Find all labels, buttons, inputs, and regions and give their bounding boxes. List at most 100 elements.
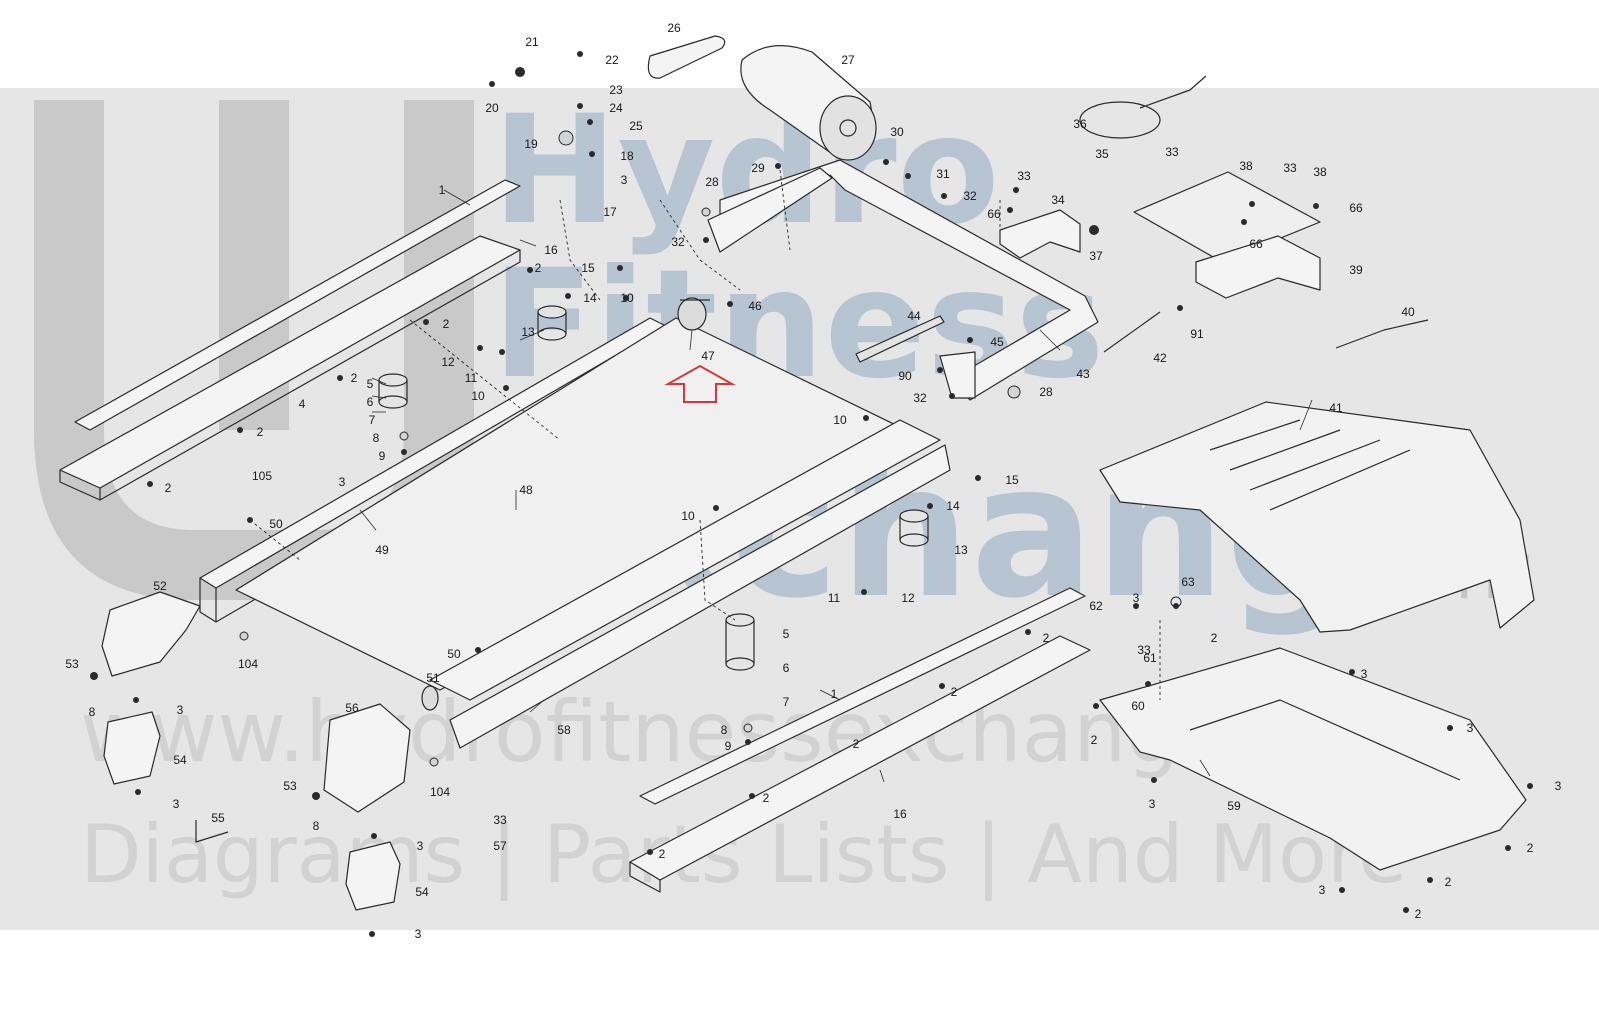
callout-c2k: 2 [762, 791, 770, 805]
callout-c16b: 16 [893, 807, 907, 821]
callout-c10a: 10 [620, 291, 634, 305]
callout-c46: 46 [748, 299, 762, 313]
callout-c1a: 1 [438, 183, 446, 197]
callout-c8c: 8 [720, 723, 728, 737]
callout-c3b: 3 [338, 475, 346, 489]
callout-c7b: 7 [782, 695, 790, 709]
leveling-foot-54b [345, 841, 401, 911]
callout-c2f: 2 [1042, 631, 1050, 645]
callout-c37: 37 [1089, 249, 1103, 263]
callout-c2m: 2 [658, 847, 666, 861]
callout-c2i: 2 [852, 737, 860, 751]
callout-c35: 35 [1095, 147, 1109, 161]
callout-c42: 42 [1153, 351, 1167, 365]
controller-bracket [1195, 235, 1321, 299]
callout-c7a: 7 [368, 413, 376, 427]
hex-key [195, 820, 229, 843]
callout-c4: 4 [298, 397, 306, 411]
callout-c15a: 15 [581, 261, 595, 275]
callout-c66b: 66 [1349, 201, 1363, 215]
callout-c57: 57 [493, 839, 507, 853]
callout-c41: 41 [1329, 401, 1343, 415]
callout-c53b: 53 [283, 779, 297, 793]
callout-c14b: 14 [946, 499, 960, 513]
callout-c3d: 3 [1360, 667, 1368, 681]
callout-c38a: 38 [1239, 159, 1253, 173]
callout-c50b: 50 [447, 647, 461, 661]
callout-c8d: 8 [312, 819, 320, 833]
callout-c66a: 66 [987, 207, 1001, 221]
callout-c52: 52 [153, 579, 167, 593]
callout-c6b: 6 [782, 661, 790, 675]
callout-c21: 21 [525, 35, 539, 49]
callout-c3h: 3 [172, 797, 180, 811]
callout-c6a: 6 [366, 395, 374, 409]
end-cap-56 [323, 703, 411, 813]
callout-c17: 17 [603, 205, 617, 219]
callout-c2d: 2 [256, 425, 264, 439]
isolator-right [725, 613, 755, 671]
callout-c45: 45 [990, 335, 1004, 349]
up-arrow-icon [664, 364, 736, 403]
incline-actuator [855, 315, 945, 363]
callout-c5b: 5 [782, 627, 790, 641]
callout-c66c: 66 [1249, 237, 1263, 251]
callout-c49: 49 [375, 543, 389, 557]
callout-c27: 27 [841, 53, 855, 67]
callout-c33b: 33 [1283, 161, 1297, 175]
end-cap-52 [101, 591, 201, 677]
callout-c3k: 3 [1318, 883, 1326, 897]
callout-c47: 47 [701, 349, 715, 363]
callout-c24: 24 [609, 101, 623, 115]
callout-c40: 40 [1401, 305, 1415, 319]
callout-c3i: 3 [416, 839, 424, 853]
callout-c2a: 2 [534, 261, 542, 275]
callout-c90: 90 [898, 369, 912, 383]
callout-c28a: 28 [705, 175, 719, 189]
callout-c19: 19 [524, 137, 538, 151]
callout-c60: 60 [1131, 699, 1145, 713]
wire-42 [1103, 311, 1161, 353]
callout-c23: 23 [609, 83, 623, 97]
callout-c2l: 2 [1526, 841, 1534, 855]
callout-c2h: 2 [950, 685, 958, 699]
callout-c10c: 10 [833, 413, 847, 427]
callout-c32b: 32 [671, 235, 685, 249]
callout-c22: 22 [605, 53, 619, 67]
callout-c48: 48 [519, 483, 533, 497]
callout-c63: 63 [1181, 575, 1195, 589]
callout-c53a: 53 [65, 657, 79, 671]
front-roller [677, 297, 710, 331]
callout-c54a: 54 [173, 753, 187, 767]
callout-c30: 30 [890, 125, 904, 139]
callout-c14a: 14 [583, 291, 597, 305]
base-pan [1099, 647, 1527, 871]
callout-c15b: 15 [1005, 473, 1019, 487]
callout-c56: 56 [345, 701, 359, 715]
callout-c61: 61 [1143, 651, 1157, 665]
callout-c2n: 2 [1444, 875, 1452, 889]
right-side-rail [629, 587, 1091, 893]
callout-c3e: 3 [176, 703, 184, 717]
callout-c54b: 54 [415, 885, 429, 899]
callout-c33a: 33 [1165, 145, 1179, 159]
callout-c43: 43 [1076, 367, 1090, 381]
callout-c13b: 13 [954, 543, 968, 557]
callout-c2o: 2 [1414, 907, 1422, 921]
callout-c36: 36 [1073, 117, 1087, 131]
callout-c18: 18 [620, 149, 634, 163]
callout-c16a: 16 [544, 243, 558, 257]
callout-c11b: 11 [827, 591, 841, 605]
fastener-dots [90, 51, 1533, 937]
callout-c55: 55 [211, 811, 225, 825]
callout-c51: 51 [426, 671, 440, 685]
callout-c32a: 32 [963, 189, 977, 203]
callout-c33e: 33 [493, 813, 507, 827]
frame-rail-right [429, 419, 951, 749]
callout-c91: 91 [1190, 327, 1204, 341]
callout-c32c: 32 [913, 391, 927, 405]
callout-c34: 34 [1051, 193, 1065, 207]
callout-c104a: 104 [237, 657, 259, 671]
